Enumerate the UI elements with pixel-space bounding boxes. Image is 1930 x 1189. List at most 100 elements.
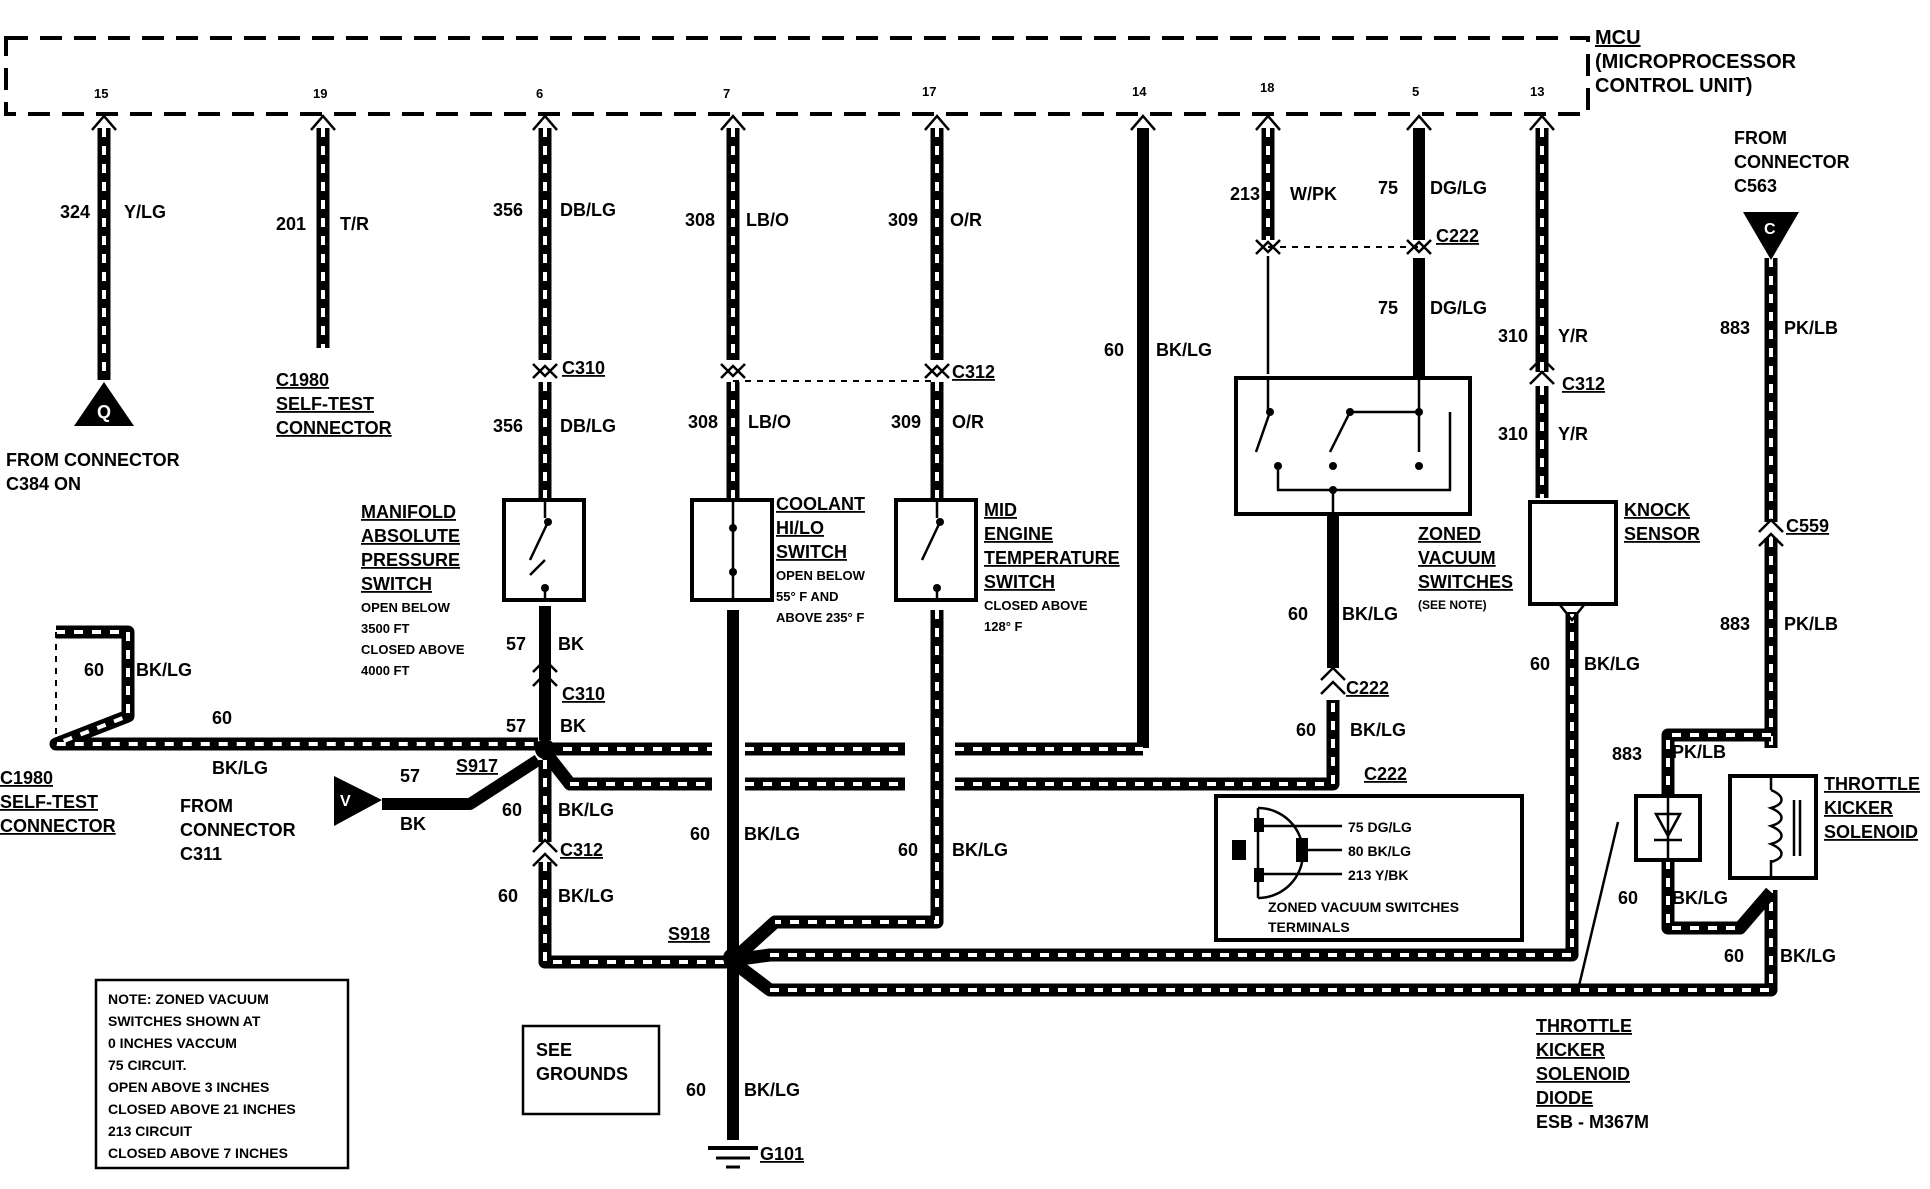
circuit-color: BK/LG — [136, 660, 192, 680]
circuit-color: BK/LG — [558, 886, 614, 906]
mid-switch-label: ENGINE — [984, 524, 1053, 544]
circuit-number: 201 — [276, 214, 306, 234]
splice-s917: S917 — [456, 756, 498, 776]
circuit-number: 213 — [1230, 184, 1260, 204]
circuit-color: Y/LG — [124, 202, 166, 222]
tks-diode-label: DIODE — [1536, 1088, 1593, 1108]
mid-switch-label: SWITCH — [984, 572, 1055, 592]
zvs-label: ZONED — [1418, 524, 1481, 544]
pin-label: 14 — [1132, 84, 1147, 99]
tks-diode-label: SOLENOID — [1536, 1064, 1630, 1084]
pin-label: 13 — [1530, 84, 1544, 99]
circuit-color: W/PK — [1290, 184, 1337, 204]
circuit-color: Y/R — [1558, 326, 1588, 346]
c1980-left-label: CONNECTOR — [0, 816, 116, 836]
tks-diode-part: ESB - M367M — [1536, 1112, 1649, 1132]
knock-sensor-label: SENSOR — [1624, 524, 1700, 544]
from-c384-label: FROM CONNECTOR — [6, 450, 180, 470]
circuit-number: 308 — [688, 412, 718, 432]
circuit-number: 75 — [1378, 178, 1398, 198]
c1980-top-label: SELF-TEST — [276, 394, 374, 414]
circuit-number: 883 — [1612, 744, 1642, 764]
coolant-switch-note: ABOVE 235° F — [776, 610, 864, 625]
splice-s918: S918 — [668, 924, 710, 944]
c222-terminal: 213 Y/BK — [1348, 867, 1408, 883]
see-grounds-box — [521, 1024, 661, 1116]
diode-pointer-line — [1576, 821, 1620, 991]
tks-label: THROTTLE — [1824, 774, 1920, 794]
pin-label: 7 — [723, 86, 730, 101]
c1980-top-label: C1980 — [276, 370, 329, 390]
circuit-number: 356 — [493, 200, 523, 220]
circuit-number: 60 — [1296, 720, 1316, 740]
mid-switch-label: TEMPERATURE — [984, 548, 1120, 568]
knock-sensor-label: KNOCK — [1624, 500, 1690, 520]
circuit-number: 60 — [84, 660, 104, 680]
circuit-color: DB/LG — [560, 200, 616, 220]
circuit-color: Y/R — [1558, 424, 1588, 444]
note-line: CLOSED ABOVE 21 INCHES — [108, 1101, 296, 1117]
circuit-number: 60 — [498, 886, 518, 906]
circuit-number: 309 — [891, 412, 921, 432]
map-switch-note: 3500 FT — [361, 621, 409, 636]
connector-c559: C559 — [1786, 516, 1829, 536]
circuit-number: 60 — [690, 824, 710, 844]
circuit-color: BK — [400, 814, 426, 834]
wire-60-selftest — [49, 625, 538, 751]
wire-309 — [924, 114, 950, 500]
svg-text:V: V — [340, 793, 351, 810]
map-switch-note: CLOSED ABOVE — [361, 642, 465, 657]
from-c563-label: C563 — [1734, 176, 1777, 196]
ground-symbol — [708, 1146, 758, 1169]
tag-v: V — [334, 776, 382, 826]
coolant-switch-box — [690, 498, 774, 602]
coolant-switch-note: 55° F AND — [776, 589, 839, 604]
circuit-color: DG/LG — [1430, 298, 1487, 318]
pin-label: 5 — [1412, 84, 1419, 99]
circuit-number: 57 — [400, 766, 420, 786]
ground-g101: G101 — [760, 1144, 804, 1164]
pin-label: 18 — [1260, 80, 1274, 95]
wire-310 — [1529, 114, 1555, 498]
mcu-label: MCU — [1595, 27, 1641, 49]
circuit-number: 883 — [1720, 614, 1750, 634]
circuit-number: 57 — [506, 634, 526, 654]
circuit-color: BK — [560, 716, 586, 736]
tag-q: Q — [74, 382, 134, 426]
pin-label: 17 — [922, 84, 936, 99]
mid-switch-box — [894, 498, 978, 602]
coolant-switch-label: HI/LO — [776, 518, 824, 538]
circuit-color: LB/O — [748, 412, 791, 432]
circuit-color: O/R — [950, 210, 982, 230]
from-c311-label: FROM — [180, 796, 233, 816]
circuit-number: 57 — [506, 716, 526, 736]
see-grounds-label: GROUNDS — [536, 1064, 628, 1084]
circuit-color: BK/LG — [1350, 720, 1406, 740]
circuit-color: BK/LG — [1342, 604, 1398, 624]
circuit-number: 310 — [1498, 424, 1528, 444]
tks-diode-label: THROTTLE — [1536, 1016, 1632, 1036]
c1980-left-label: SELF-TEST — [0, 792, 98, 812]
map-switch-note: OPEN BELOW — [361, 600, 451, 615]
knock-sensor-box — [1528, 500, 1618, 623]
note-box — [94, 978, 350, 1170]
circuit-number: 60 — [1618, 888, 1638, 908]
wire-60-s918-right — [729, 612, 1778, 997]
circuit-number: 60 — [898, 840, 918, 860]
wire-60-zoned — [1320, 510, 1346, 695]
wire-308 — [720, 114, 746, 500]
note-line: OPEN ABOVE 3 INCHES — [108, 1079, 269, 1095]
coolant-switch-label: SWITCH — [776, 542, 847, 562]
coolant-switch-note: OPEN BELOW — [776, 568, 866, 583]
connector-c222-top: C222 — [1436, 226, 1479, 246]
svg-text:C: C — [1764, 221, 1776, 238]
map-switch-label: MANIFOLD — [361, 502, 456, 522]
circuit-color: BK/LG — [1672, 888, 1728, 908]
pin-label: 6 — [536, 86, 543, 101]
circuit-number: 60 — [1724, 946, 1744, 966]
circuit-color: LB/O — [746, 210, 789, 230]
circuit-color: BK/LG — [1156, 340, 1212, 360]
circuit-color: PK/LB — [1784, 614, 1838, 634]
circuit-number: 60 — [1288, 604, 1308, 624]
